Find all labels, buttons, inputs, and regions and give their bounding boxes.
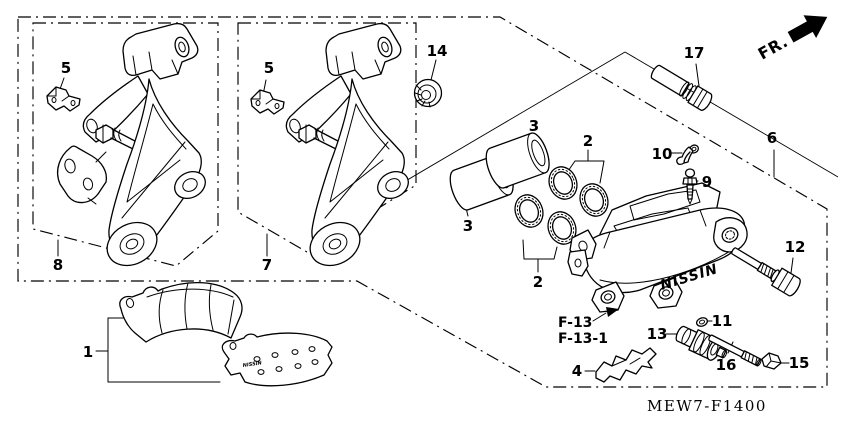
clip-10 (676, 144, 700, 166)
callout-1: 1 (83, 343, 93, 361)
torque-arm (56, 145, 108, 205)
callout-6: 6 (767, 129, 777, 147)
cap-14 (413, 78, 443, 108)
cross-reference: F-13 F-13-1 (558, 307, 619, 347)
caliper-hose-fitting (567, 229, 597, 277)
pad-retainer-left (46, 86, 81, 112)
callout-12: 12 (785, 238, 806, 256)
callout-13: 13 (647, 325, 668, 343)
piston-seal-3 (509, 189, 549, 233)
ring-11 (696, 317, 708, 327)
caliper-mount-lugs (591, 277, 683, 313)
callout-2-upper: 2 (583, 132, 593, 150)
brake-pad-outer: NISSIN (221, 332, 333, 387)
bleed-valve-9 (682, 168, 698, 205)
front-direction-arrow-icon (787, 15, 828, 43)
callout-5-right: 5 (264, 59, 274, 77)
bracket-assembly-left (56, 22, 211, 275)
bracket-left-box (32, 22, 219, 267)
front-direction-marker: FR. (755, 15, 828, 64)
callout-11: 11 (712, 312, 733, 330)
callout-9: 9 (702, 173, 712, 191)
callout-15: 15 (789, 354, 810, 372)
bracket-assembly-right (285, 22, 414, 275)
front-direction-label: FR. (755, 32, 791, 64)
callout-14: 14 (427, 42, 448, 60)
callout-8: 8 (53, 256, 63, 274)
callout-4: 4 (572, 362, 582, 380)
brake-pad-inner (119, 281, 243, 343)
pin-bolt-12 (731, 247, 801, 297)
callout-3-upper: 3 (529, 117, 539, 135)
callout-16: 16 (716, 356, 737, 374)
callout-3-lower: 3 (463, 217, 473, 235)
pad-spring-4 (595, 347, 657, 383)
callout-2-lower: 2 (533, 273, 543, 291)
piston-seal-2 (574, 178, 614, 222)
caliper-body: NISSIN (567, 182, 748, 313)
callout-17: 17 (684, 44, 705, 62)
cap-nut-15 (761, 352, 782, 370)
outer-border (17, 16, 828, 388)
callout-labels: 1 2 2 3 3 4 5 5 6 7 8 9 10 11 12 13 14 1… (53, 42, 810, 380)
pad-retainer-right (250, 89, 285, 115)
cross-ref-f13-1: F-13-1 (558, 331, 608, 347)
callout-5-left: 5 (61, 59, 71, 77)
piston-seal-1 (543, 161, 583, 205)
pad-brand-mark: NISSIN (242, 360, 263, 369)
cross-ref-arrowhead (606, 307, 619, 317)
pad-pin-16 (708, 334, 762, 367)
figure-code: MEW7-F1400 (647, 397, 767, 415)
pad-rivet-holes (253, 346, 319, 375)
callout-7: 7 (262, 256, 272, 274)
callout-10: 10 (652, 145, 673, 163)
caliper-pin-ear (713, 217, 748, 253)
sleeve-bolt-17 (650, 64, 713, 111)
cross-ref-f13: F-13 (558, 315, 592, 331)
